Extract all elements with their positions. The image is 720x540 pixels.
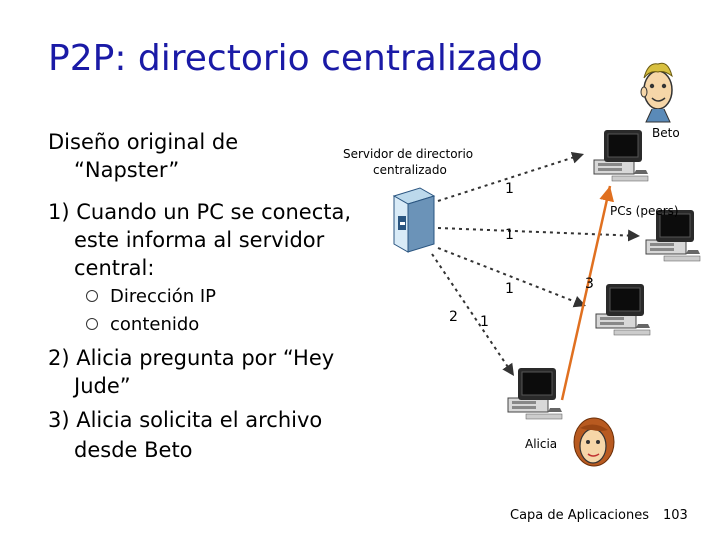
arrow-peer2-to-server [437, 227, 641, 242]
text-line-4: este informa al servidor [74, 228, 325, 252]
server-label-line2: centralizado [373, 163, 447, 177]
alicia-avatar [573, 417, 615, 467]
text-line-5: central: [74, 256, 155, 280]
alicia-label: Alicia [525, 437, 558, 451]
beto-avatar [640, 62, 673, 123]
peer-pc-alicia [507, 367, 563, 420]
bullet-icon [86, 318, 98, 330]
step-label-1c: 1 [505, 281, 514, 297]
peers-label: PCs (peers) [610, 204, 679, 218]
text-line-2: “Napster” [74, 158, 180, 182]
text-line-9: desde Beto [74, 438, 193, 462]
text-line-7: Jude” [74, 374, 131, 398]
step-label-3: 3 [585, 276, 594, 292]
peer-pc-beto [593, 129, 649, 182]
text-line-8: 3) Alicia solicita el archivo [48, 408, 323, 432]
slide-title: P2P: directorio centralizado [48, 38, 543, 79]
bullet-label-ip: Dirección IP [110, 286, 217, 307]
step-label-1a: 1 [505, 181, 514, 197]
server-icon [392, 187, 436, 253]
bullet-item-ip: Dirección IP [86, 286, 216, 307]
arrow-peer3-to-server [437, 247, 587, 308]
step-label-2: 2 [449, 309, 458, 325]
arrow-alicia-to-server [431, 253, 515, 377]
text-line-3: 1) Cuando un PC se conecta, [48, 200, 352, 224]
footer-course: Capa de Aplicaciones [510, 508, 649, 523]
text-line-1: Diseño original de [48, 130, 239, 154]
server-label-line1: Servidor de directorio [343, 147, 474, 161]
arrow-beto-to-server [437, 151, 585, 202]
bullet-item-content: contenido [86, 314, 199, 335]
bullet-icon [86, 290, 98, 302]
beto-label: Beto [652, 126, 680, 140]
peer-pc-3 [595, 283, 651, 336]
arrow-file-request [560, 185, 615, 401]
step-label-1b: 1 [505, 227, 514, 243]
page-number: 103 [663, 508, 688, 523]
step-label-1d: 1 [480, 314, 489, 330]
text-line-6: 2) Alicia pregunta por “Hey [48, 346, 335, 370]
bullet-label-content: contenido [110, 314, 200, 335]
